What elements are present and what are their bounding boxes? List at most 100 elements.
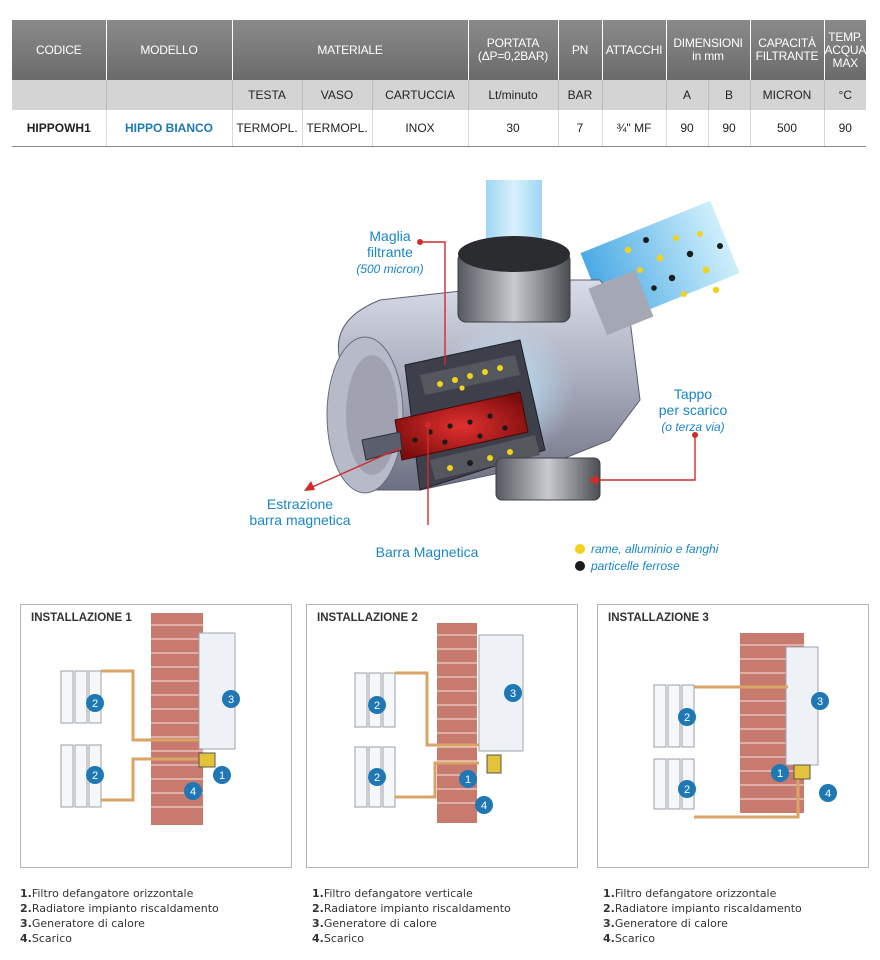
badge-1: 1	[213, 766, 231, 784]
install-panel-3: INSTALLAZIONE 3 1 2 2 3 4	[597, 604, 869, 868]
badge-1: 1	[459, 770, 477, 788]
badge-2b: 2	[86, 766, 104, 784]
note-item: 4.Scarico	[20, 932, 72, 945]
install-diagram-3: 1 2 2 3 4	[653, 633, 837, 819]
th-codice: CODICE	[12, 20, 106, 80]
th-portata-text: PORTATA (ΔP=0,2BAR)	[477, 36, 549, 63]
svg-text:1: 1	[465, 774, 471, 786]
th2-dim-b: B	[707, 80, 750, 110]
label-magnet-text: Barra Magnetica	[375, 544, 479, 560]
header-row-2: TESTA VASO CARTUCCIA Lt/minuto BAR A B M…	[12, 80, 866, 110]
table-row: HIPPOWH1 HIPPO BIANCO TERMOPL. TERMOPL. …	[12, 110, 866, 147]
note-item: 3.Generatore di calore	[312, 917, 437, 930]
th2-modello	[105, 80, 232, 110]
badge-2b: 2	[368, 768, 386, 786]
brick-wall	[151, 613, 203, 825]
svg-text:3: 3	[817, 696, 823, 708]
label-magnet: Barra Magnetica	[362, 544, 492, 560]
install-notes-3: 1.Filtro defangatore orizzontale 2.Radia…	[603, 886, 802, 946]
brick-wall	[437, 623, 477, 823]
th2-codice	[12, 80, 106, 110]
th-dimensioni: DIMENSIONI in mm	[665, 20, 750, 80]
badge-2a: 2	[368, 696, 386, 714]
th-capacita-text: CAPACITÀ FILTRANTE	[755, 36, 819, 63]
label-mesh-text: Maglia filtrante	[367, 228, 413, 260]
svg-text:2: 2	[684, 784, 690, 796]
install-panel-2: INSTALLAZIONE 2 1 2 2 3 4	[306, 604, 578, 868]
cell-modello: HIPPO BIANCO	[105, 110, 232, 147]
filter-cutaway-illustration	[304, 180, 740, 525]
note-item: 1.Filtro defangatore orizzontale	[603, 887, 777, 900]
filter-3	[793, 764, 811, 780]
cell-attacchi: ¾" MF	[601, 110, 666, 147]
cell-cartuccia: INOX	[371, 110, 468, 147]
note-item: 2.Radiatore impianto riscaldamento	[20, 902, 219, 915]
th-capacita: CAPACITÀ FILTRANTE	[749, 20, 824, 80]
filter-2	[486, 754, 502, 774]
label-mesh: Maglia filtrante (500 micron)	[350, 228, 430, 277]
label-drain-text: Tappo per scarico	[658, 386, 728, 418]
label-extract-text: Estrazione barra magnetica	[249, 496, 351, 528]
outlet-thread	[588, 270, 654, 336]
radiator-top	[354, 672, 396, 728]
badge-3: 3	[811, 692, 829, 710]
install-title-1: INSTALLAZIONE 1	[31, 612, 132, 624]
install-title-2: INSTALLAZIONE 2	[317, 612, 418, 624]
pipes	[101, 669, 199, 802]
th2-pn-unit: BAR	[557, 80, 602, 110]
cell-portata: 30	[467, 110, 558, 147]
drain-nut	[495, 457, 601, 501]
th2-portata-unit: Lt/minuto	[467, 80, 558, 110]
th2-celsius: °C	[823, 80, 866, 110]
install-notes-1: 1.Filtro defangatore orizzontale 2.Radia…	[20, 886, 219, 946]
legend-yellow-text: rame, alluminio e fanghi	[591, 541, 719, 556]
svg-text:1: 1	[777, 768, 783, 780]
note-item: 1.Filtro defangatore verticale	[312, 887, 473, 900]
th-temp-text: TEMP. ACQUA MAX	[824, 29, 867, 70]
note-item: 2.Radiatore impianto riscaldamento	[312, 902, 511, 915]
th-portata: PORTATA (ΔP=0,2BAR)	[467, 20, 558, 80]
black-dot-icon	[575, 560, 585, 571]
svg-text:1: 1	[219, 770, 225, 782]
label-drain-sub: (o terza via)	[661, 420, 725, 434]
label-extract: Estrazione barra magnetica	[230, 496, 370, 528]
note-item: 1.Filtro defangatore orizzontale	[20, 887, 194, 900]
th-modello: MODELLO	[105, 20, 232, 80]
th-pn: PN	[557, 20, 602, 80]
svg-text:2: 2	[684, 712, 690, 724]
badge-1: 1	[771, 764, 789, 782]
th-temp: TEMP. ACQUA MAX	[823, 20, 867, 80]
legend-row-black: particelle ferrose	[575, 557, 718, 574]
th2-cartuccia: CARTUCCIA	[371, 80, 468, 110]
th-dimensioni-text: DIMENSIONI in mm	[673, 36, 743, 63]
svg-text:2: 2	[374, 772, 380, 784]
label-mesh-sub: (500 micron)	[356, 262, 424, 276]
svg-text:4: 4	[190, 786, 196, 798]
th2-dim-a: A	[665, 80, 708, 110]
note-item: 4.Scarico	[312, 932, 364, 945]
badge-2b: 2	[678, 780, 696, 798]
badge-2a: 2	[86, 694, 104, 712]
cell-codice: HIPPOWH1	[12, 110, 106, 147]
cell-dim-b: 90	[707, 110, 750, 147]
pipes	[395, 671, 479, 799]
cell-temp: 90	[823, 110, 866, 147]
install-diagram-1: 1 2 2 3 4	[60, 613, 240, 825]
badge-2a: 2	[678, 708, 696, 726]
filter-mesh	[420, 355, 540, 480]
filter-1	[198, 752, 216, 768]
install-notes-2: 1.Filtro defangatore verticale 2.Radiato…	[312, 886, 511, 946]
badge-3: 3	[222, 690, 240, 708]
legend-row-yellow: rame, alluminio e fanghi	[575, 540, 718, 557]
badge-4: 4	[184, 782, 202, 800]
particles-outlet	[621, 231, 723, 297]
particle-legend: rame, alluminio e fanghi particelle ferr…	[575, 540, 718, 574]
spec-table: CODICE MODELLO MATERIALE PORTATA (ΔP=0,2…	[12, 20, 866, 147]
th2-attacchi	[601, 80, 666, 110]
note-item: 4.Scarico	[603, 932, 655, 945]
install-panel-1: INSTALLAZIONE 1 1 2 2 3 4	[20, 604, 292, 868]
cell-micron: 500	[749, 110, 824, 147]
svg-text:2: 2	[92, 770, 98, 782]
radiator-bottom	[354, 746, 396, 808]
magnet-handle	[361, 431, 403, 461]
